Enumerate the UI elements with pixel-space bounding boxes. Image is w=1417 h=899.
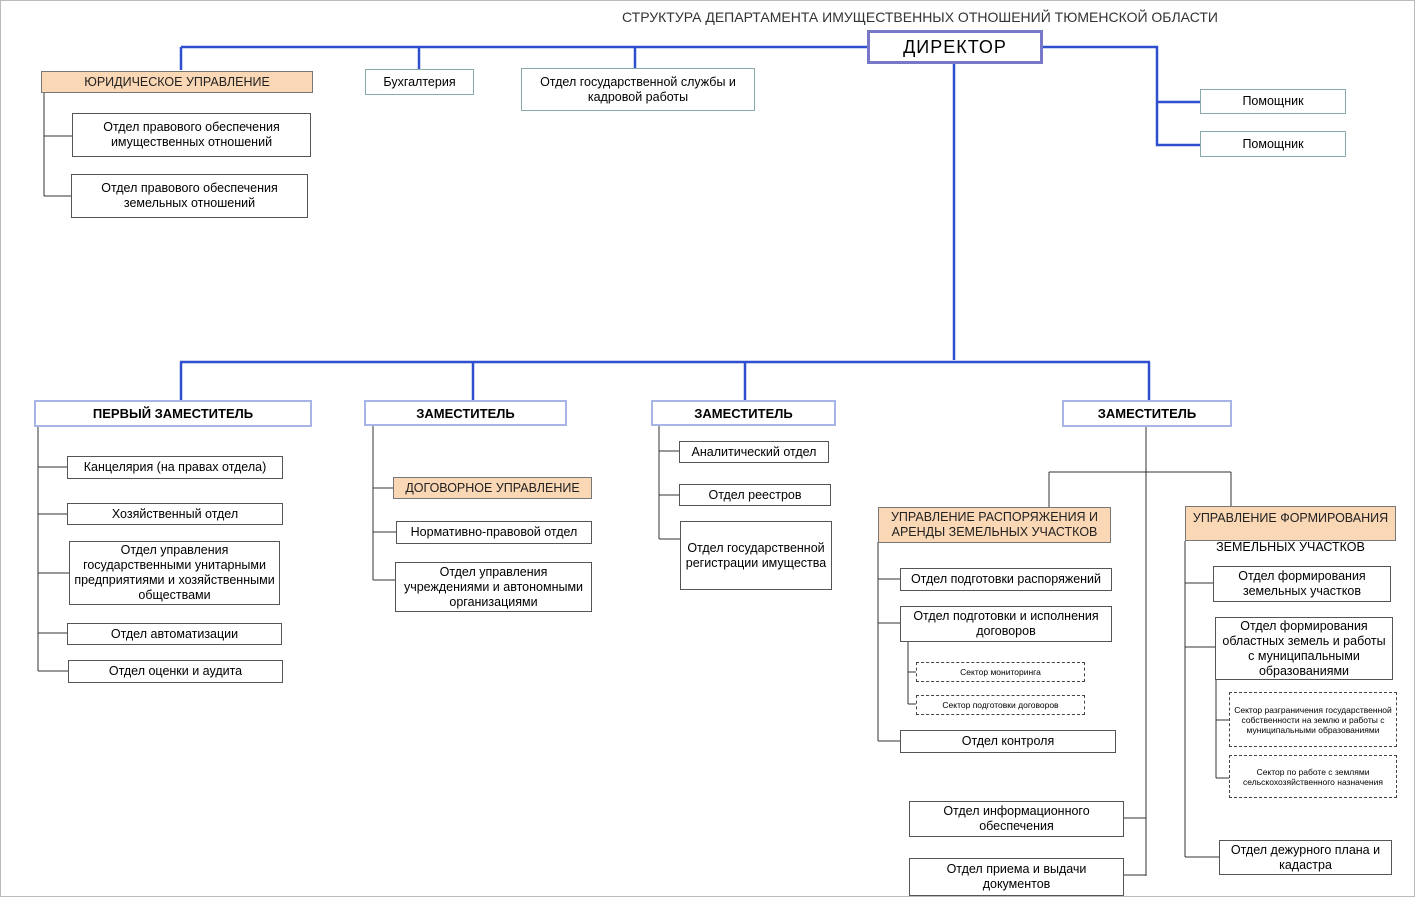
first-deputy-box[interactable]: ПЕРВЫЙ ЗАМЕСТИТЕЛЬ bbox=[34, 400, 312, 427]
registries-unit[interactable]: Отдел реестров bbox=[679, 484, 831, 506]
appraisal-unit[interactable]: Отдел оценки и аудита bbox=[68, 660, 283, 683]
automation-unit[interactable]: Отдел автоматизации bbox=[67, 623, 282, 645]
land-formation-label-line2: ЗЕМЕЛЬНЫХ УЧАСТКОВ bbox=[1216, 540, 1365, 554]
analytics-unit[interactable]: Аналитический отдел bbox=[679, 441, 829, 463]
chart-title: СТРУКТУРА ДЕПАРТАМЕНТА ИМУЩЕСТВЕННЫХ ОТН… bbox=[622, 9, 1218, 25]
contracts-unit[interactable]: Отдел подготовки и исполнения договоров bbox=[900, 606, 1112, 642]
deputy-4-box[interactable]: ЗАМЕСТИТЕЛЬ bbox=[1062, 400, 1232, 427]
hr-unit-box[interactable]: Отдел государственной службы и кадровой … bbox=[521, 68, 755, 111]
legal-land-unit[interactable]: Отдел правового обеспечения земельных от… bbox=[71, 174, 308, 218]
enterprises-unit[interactable]: Отдел управления государственными унитар… bbox=[69, 541, 280, 605]
deputy-2-box[interactable]: ЗАМЕСТИТЕЛЬ bbox=[364, 400, 567, 426]
ownership-sector[interactable]: Сектор разграничения государственной соб… bbox=[1229, 692, 1397, 747]
cadastre-unit[interactable]: Отдел дежурного плана и кадастра bbox=[1219, 840, 1392, 875]
director-box[interactable]: ДИРЕКТОР bbox=[867, 30, 1043, 64]
document-intake-unit[interactable]: Отдел приема и выдачи документов bbox=[909, 858, 1124, 896]
blue-connectors bbox=[179, 45, 1200, 400]
agricultural-lands-sector[interactable]: Сектор по работе с землями сельскохозяйс… bbox=[1229, 755, 1397, 798]
plots-formation-unit[interactable]: Отдел формирования земельных участков bbox=[1213, 566, 1391, 602]
accounting-box[interactable]: Бухгалтерия bbox=[365, 69, 474, 95]
land-formation-label-line1: УПРАВЛЕНИЕ ФОРМИРОВАНИЯ bbox=[1192, 511, 1389, 525]
control-unit[interactable]: Отдел контроля bbox=[900, 730, 1116, 753]
land-formation-department-box[interactable]: УПРАВЛЕНИЕ ФОРМИРОВАНИЯ bbox=[1185, 506, 1396, 541]
legal-regulation-unit[interactable]: Нормативно-правовой отдел bbox=[396, 521, 592, 544]
information-support-unit[interactable]: Отдел информационного обеспечения bbox=[909, 801, 1124, 837]
contracts-sector[interactable]: Сектор подготовки договоров bbox=[916, 695, 1085, 715]
assistant-box-2[interactable]: Помощник bbox=[1200, 131, 1346, 157]
contract-department-box[interactable]: ДОГОВОРНОЕ УПРАВЛЕНИЕ bbox=[393, 477, 592, 499]
office-unit[interactable]: Канцелярия (на правах отдела) bbox=[67, 456, 283, 479]
legal-department-box[interactable]: ЮРИДИЧЕСКОЕ УПРАВЛЕНИЕ bbox=[41, 71, 313, 93]
monitoring-sector[interactable]: Сектор мониторинга bbox=[916, 662, 1085, 682]
regional-lands-unit[interactable]: Отдел формирования областных земель и ра… bbox=[1215, 617, 1393, 680]
land-disposal-department-box[interactable]: УПРАВЛЕНИЕ РАСПОРЯЖЕНИЯ И АРЕНДЫ ЗЕМЕЛЬН… bbox=[878, 507, 1111, 543]
deputy-3-box[interactable]: ЗАМЕСТИТЕЛЬ bbox=[651, 400, 836, 426]
orders-unit[interactable]: Отдел подготовки распоряжений bbox=[900, 568, 1112, 591]
institutions-unit[interactable]: Отдел управления учреждениями и автономн… bbox=[395, 562, 592, 612]
registration-unit[interactable]: Отдел государственной регистрации имущес… bbox=[680, 521, 832, 590]
maintenance-unit[interactable]: Хозяйственный отдел bbox=[67, 503, 283, 525]
assistant-box-1[interactable]: Помощник bbox=[1200, 89, 1346, 114]
legal-property-unit[interactable]: Отдел правового обеспечения имущественны… bbox=[72, 113, 311, 157]
dark-connectors bbox=[37, 93, 1232, 876]
